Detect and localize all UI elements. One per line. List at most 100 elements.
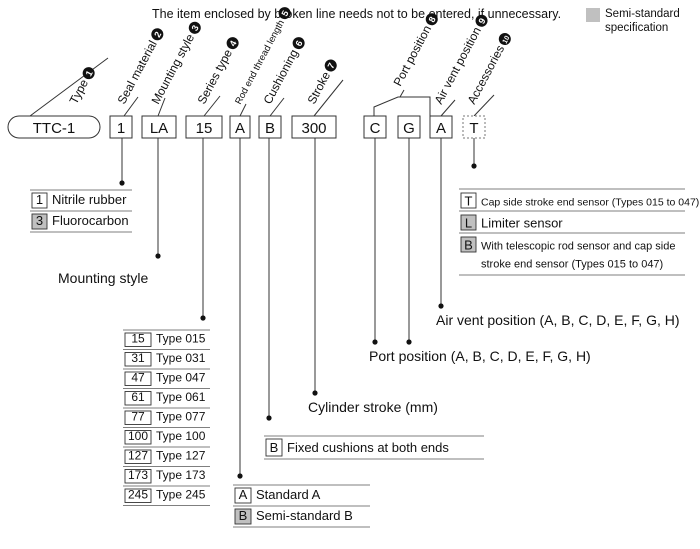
field-label: Stroke xyxy=(305,69,334,106)
seal-option-text: Fluorocarbon xyxy=(52,213,129,228)
accessory-code: L xyxy=(465,216,472,231)
series-option-code-box xyxy=(124,332,152,347)
air-vent-label: Air vent position (A, B, C, D, E, F, G, … xyxy=(436,312,680,328)
series-option-code-box xyxy=(124,488,152,503)
series-option-code: 245 xyxy=(128,488,148,502)
cushion-option-text: Fixed cushions at both ends xyxy=(287,440,449,455)
field-leader-seal-material xyxy=(123,96,139,117)
field-number-badge xyxy=(278,7,291,20)
connector-dot-seal xyxy=(119,180,125,186)
accessory-text: Cap side stroke end sensor (Types 015 to… xyxy=(481,197,699,209)
series-option-text: Type 100 xyxy=(156,429,206,443)
cushion-options: B Fixed cushions at both ends xyxy=(264,435,484,460)
field-number: 10 xyxy=(502,35,512,45)
series-option-text: Type 127 xyxy=(156,449,206,463)
cushion-option-code-box xyxy=(265,438,283,457)
series-option-code-box xyxy=(124,410,152,425)
field-number-badge xyxy=(188,21,201,34)
header-note: The item enclosed by broken line needs n… xyxy=(152,7,561,21)
code-value-series: 15 xyxy=(196,120,213,137)
connectors xyxy=(119,138,477,479)
rod-thread-option-text: Standard A xyxy=(256,487,321,502)
series-option-text: Type 031 xyxy=(156,351,206,365)
seal-option-code-box xyxy=(31,192,48,209)
field-number: 3 xyxy=(190,23,201,32)
code-box-series xyxy=(185,115,223,139)
code-value-stroke: 300 xyxy=(301,120,326,137)
field-number: 2 xyxy=(152,30,163,39)
seal-option-code-box xyxy=(31,213,48,230)
series-option-code-box xyxy=(124,371,152,386)
series-option-code-box xyxy=(124,430,152,445)
code-value-port-g: G xyxy=(403,120,415,137)
field-number-badge xyxy=(324,59,337,72)
series-option-text: Type 077 xyxy=(156,410,206,424)
field-label: Type xyxy=(67,77,92,107)
code-box-seal xyxy=(109,115,133,139)
legend-label-2: specification xyxy=(605,22,668,34)
field-leader-port-position xyxy=(399,89,405,98)
field-number: 7 xyxy=(326,61,337,70)
accessory-code-box xyxy=(460,214,477,231)
field-number: 6 xyxy=(293,39,304,48)
accessory-code-box xyxy=(460,192,477,209)
field-number: 4 xyxy=(227,39,238,48)
rod-thread-option-code-box xyxy=(234,487,252,504)
field-leader-type xyxy=(29,57,109,117)
code-value-seal: 1 xyxy=(117,120,125,137)
field-number-badge xyxy=(425,13,438,26)
field-number: 1 xyxy=(84,69,95,78)
series-option-code: 127 xyxy=(128,449,148,463)
rod-thread-option-code: A xyxy=(239,487,248,502)
connector-dot-accessory xyxy=(471,163,477,169)
code-box-cushion xyxy=(258,115,282,139)
field-leader-accessories xyxy=(473,94,495,117)
connector-dot-mounting xyxy=(155,253,161,259)
seal-option-code: 3 xyxy=(36,213,43,228)
code-value-cushion: B xyxy=(265,120,275,137)
series-option-code-box xyxy=(124,449,152,464)
accessory-code: B xyxy=(464,238,473,253)
connector-dot-port-g xyxy=(406,339,412,345)
field-leader-air-vent-position xyxy=(440,99,456,117)
series-option-code: 100 xyxy=(128,429,148,443)
mounting-style-label: Mounting style xyxy=(58,270,148,286)
series-option-text: Type 245 xyxy=(156,488,206,502)
series-option-code-box xyxy=(124,469,152,484)
accessory-text: stroke end sensor (Types 015 to 047) xyxy=(481,259,663,271)
stroke-label: Cylinder stroke (mm) xyxy=(308,399,438,415)
accessory-text: With telescopic rod sensor and cap side xyxy=(481,241,675,253)
field-number: 5 xyxy=(279,9,290,18)
code-box-stroke xyxy=(291,115,337,139)
rod-thread-option-code-box xyxy=(234,508,252,525)
connector-dot-rod-thread xyxy=(237,473,243,479)
cushion-option-code: B xyxy=(270,440,279,455)
connector-dot-air-vent xyxy=(438,303,444,309)
field-number-badge xyxy=(498,33,511,46)
field-number: 8 xyxy=(427,15,438,24)
seal-option-code: 1 xyxy=(36,192,43,207)
accessory-code: T xyxy=(465,194,473,209)
code-prefix-capsule xyxy=(7,115,101,139)
field-number-badge xyxy=(292,37,305,50)
series-option-text: Type 173 xyxy=(156,468,206,482)
code-value-air-vent: A xyxy=(436,120,446,137)
seal-options: 1 Nitrile rubber 3 Fluorocarbon xyxy=(30,189,132,233)
field-label: Port position xyxy=(391,23,435,88)
code-box-accessory xyxy=(462,115,486,139)
field-number-badge xyxy=(475,14,488,27)
series-option-code: 15 xyxy=(131,332,145,346)
accessory-text: Limiter sensor xyxy=(481,216,563,231)
code-value-port-c: C xyxy=(370,120,381,137)
seal-option-text: Nitrile rubber xyxy=(52,192,127,207)
series-option-code-box xyxy=(124,391,152,406)
field-number-badge xyxy=(226,37,239,50)
series-option-text: Type 015 xyxy=(156,332,206,346)
